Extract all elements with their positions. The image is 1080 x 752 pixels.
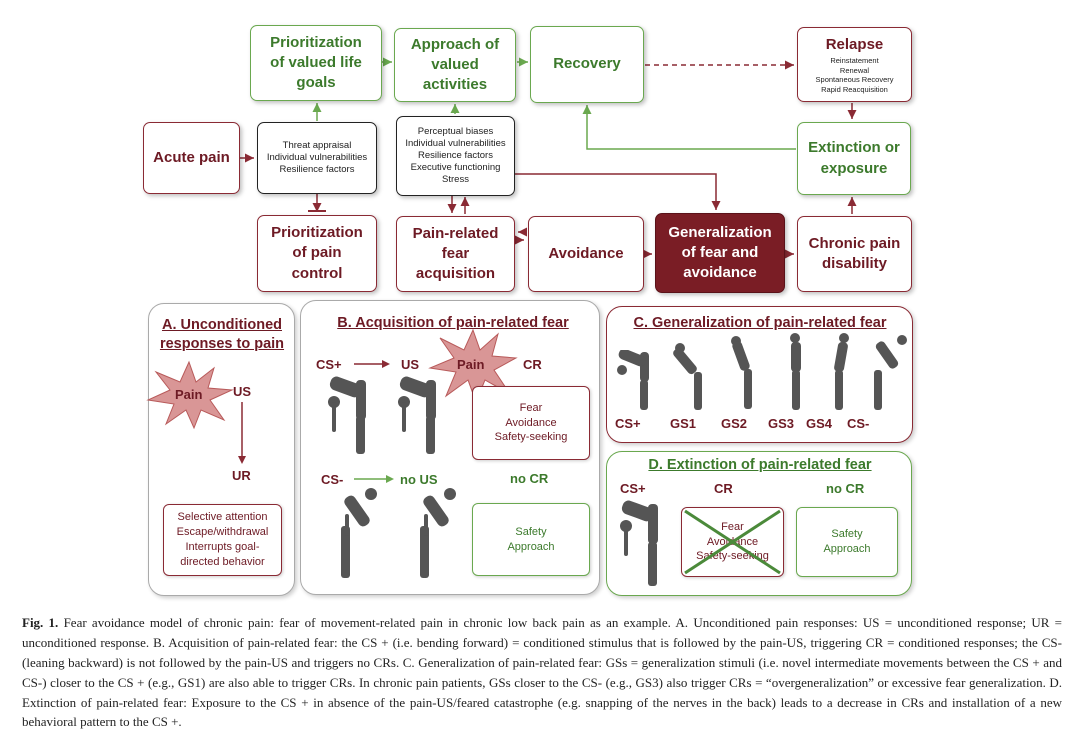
no-us-label-b: no US: [400, 472, 438, 487]
pain-starburst-a: [146, 360, 234, 430]
figure-cs-plus: [617, 350, 649, 410]
fear-avoidance-diagram: Prioritization of valued life goals Appr…: [143, 25, 913, 596]
caption-text: Fear avoidance model of chronic pain: fe…: [22, 615, 1062, 730]
figure-extinction-cs-plus: [620, 500, 658, 586]
acute-pain-box: Acute pain: [143, 122, 240, 194]
figure-gs3: [790, 333, 801, 410]
cs-minus-label-b: CS-: [321, 472, 344, 487]
panel-c-title: C. Generalization of pain-related fear: [633, 315, 887, 331]
recovery-box: Recovery: [530, 26, 644, 103]
generalization-stimulus-label: GS4: [806, 416, 833, 431]
generalization-box: Generalization of fear and avoidance: [655, 213, 785, 293]
safety-approach-box-d: Safety Approach: [796, 507, 898, 577]
panel-c: [606, 306, 913, 443]
relapse-item: Rapid Reacquisition: [821, 84, 888, 94]
generalization-stimulus-label: GS2: [721, 416, 748, 431]
panel-b-title: B. Acquisition of pain-related fear: [337, 315, 569, 331]
figure-cs-minus: [874, 335, 907, 410]
pain-related-fear-acquisition-box: Pain-related fear acquisition: [396, 216, 515, 292]
relapse-item: Renewal: [839, 65, 870, 75]
relapse-box: Relapse Reinstatement Renewal Spontaneou…: [797, 27, 912, 102]
figure-bending-forward: [398, 376, 436, 454]
prioritization-pain-control-box: Prioritization of pain control: [257, 215, 377, 292]
figure-leaning-backward: [420, 488, 456, 578]
cr-label-b: CR: [523, 357, 542, 372]
pain-label-b: Pain: [457, 357, 485, 372]
figure-caption: Fig. 1. Fear avoidance model of chronic …: [22, 613, 1062, 732]
panel-a-title: A. Unconditioned responses to pain: [159, 317, 285, 352]
figure-gs1: [673, 343, 702, 410]
us-label-b: US: [401, 357, 420, 372]
us-ur-arrow: [238, 402, 246, 464]
figure-bending-forward: [328, 376, 366, 454]
unconditioned-responses-box: Selective attention Escape/withdrawal In…: [163, 504, 282, 576]
chronic-pain-disability-box: Chronic pain disability: [797, 216, 912, 292]
figure-leaning-backward: [341, 488, 377, 578]
panel-d-title: D. Extinction of pain-related fear: [648, 457, 872, 473]
relapse-item: Spontaneous Recovery: [815, 75, 894, 85]
ur-label-a: UR: [232, 468, 251, 483]
threat-appraisal-box: Threat appraisal Individual vulnerabilit…: [257, 122, 377, 194]
avoidance-box: Avoidance: [528, 216, 644, 292]
approach-activities-box: Approach of valued activities: [394, 28, 516, 102]
cs-plus-label-b: CS+: [316, 357, 342, 372]
cross-out-mark: [684, 509, 781, 575]
figure-gs4: [834, 333, 849, 410]
cs-no-us-arrow: [354, 475, 394, 483]
no-cr-label-b: no CR: [510, 471, 549, 486]
prioritization-life-goals-box: Prioritization of valued life goals: [250, 25, 382, 101]
fear-avoidance-box-b: Fear Avoidance Safety-seeking: [472, 386, 590, 460]
relapse-title: Relapse: [825, 36, 884, 54]
safety-approach-box-b: Safety Approach: [472, 503, 590, 576]
connector-arrows: [240, 57, 857, 259]
no-cr-label-d: no CR: [826, 481, 865, 496]
generalization-stimulus-label: CS+: [615, 416, 641, 431]
cs-us-arrow: [354, 360, 390, 368]
perceptual-biases-box: Perceptual biases Individual vulnerabili…: [396, 116, 515, 196]
figure-gs2: [731, 336, 752, 409]
cr-label-d: CR: [714, 481, 733, 496]
generalization-stimulus-label: CS-: [847, 416, 870, 431]
us-label-a: US: [233, 384, 252, 399]
pain-label-a: Pain: [175, 387, 203, 402]
generalization-stimulus-label: GS1: [670, 416, 697, 431]
relapse-item: Reinstatement: [830, 56, 879, 66]
caption-label: Fig. 1.: [22, 615, 59, 630]
extinction-exposure-box: Extinction or exposure: [797, 122, 911, 195]
generalization-stimulus-label: GS3: [768, 416, 795, 431]
cs-plus-label-d: CS+: [620, 481, 646, 496]
